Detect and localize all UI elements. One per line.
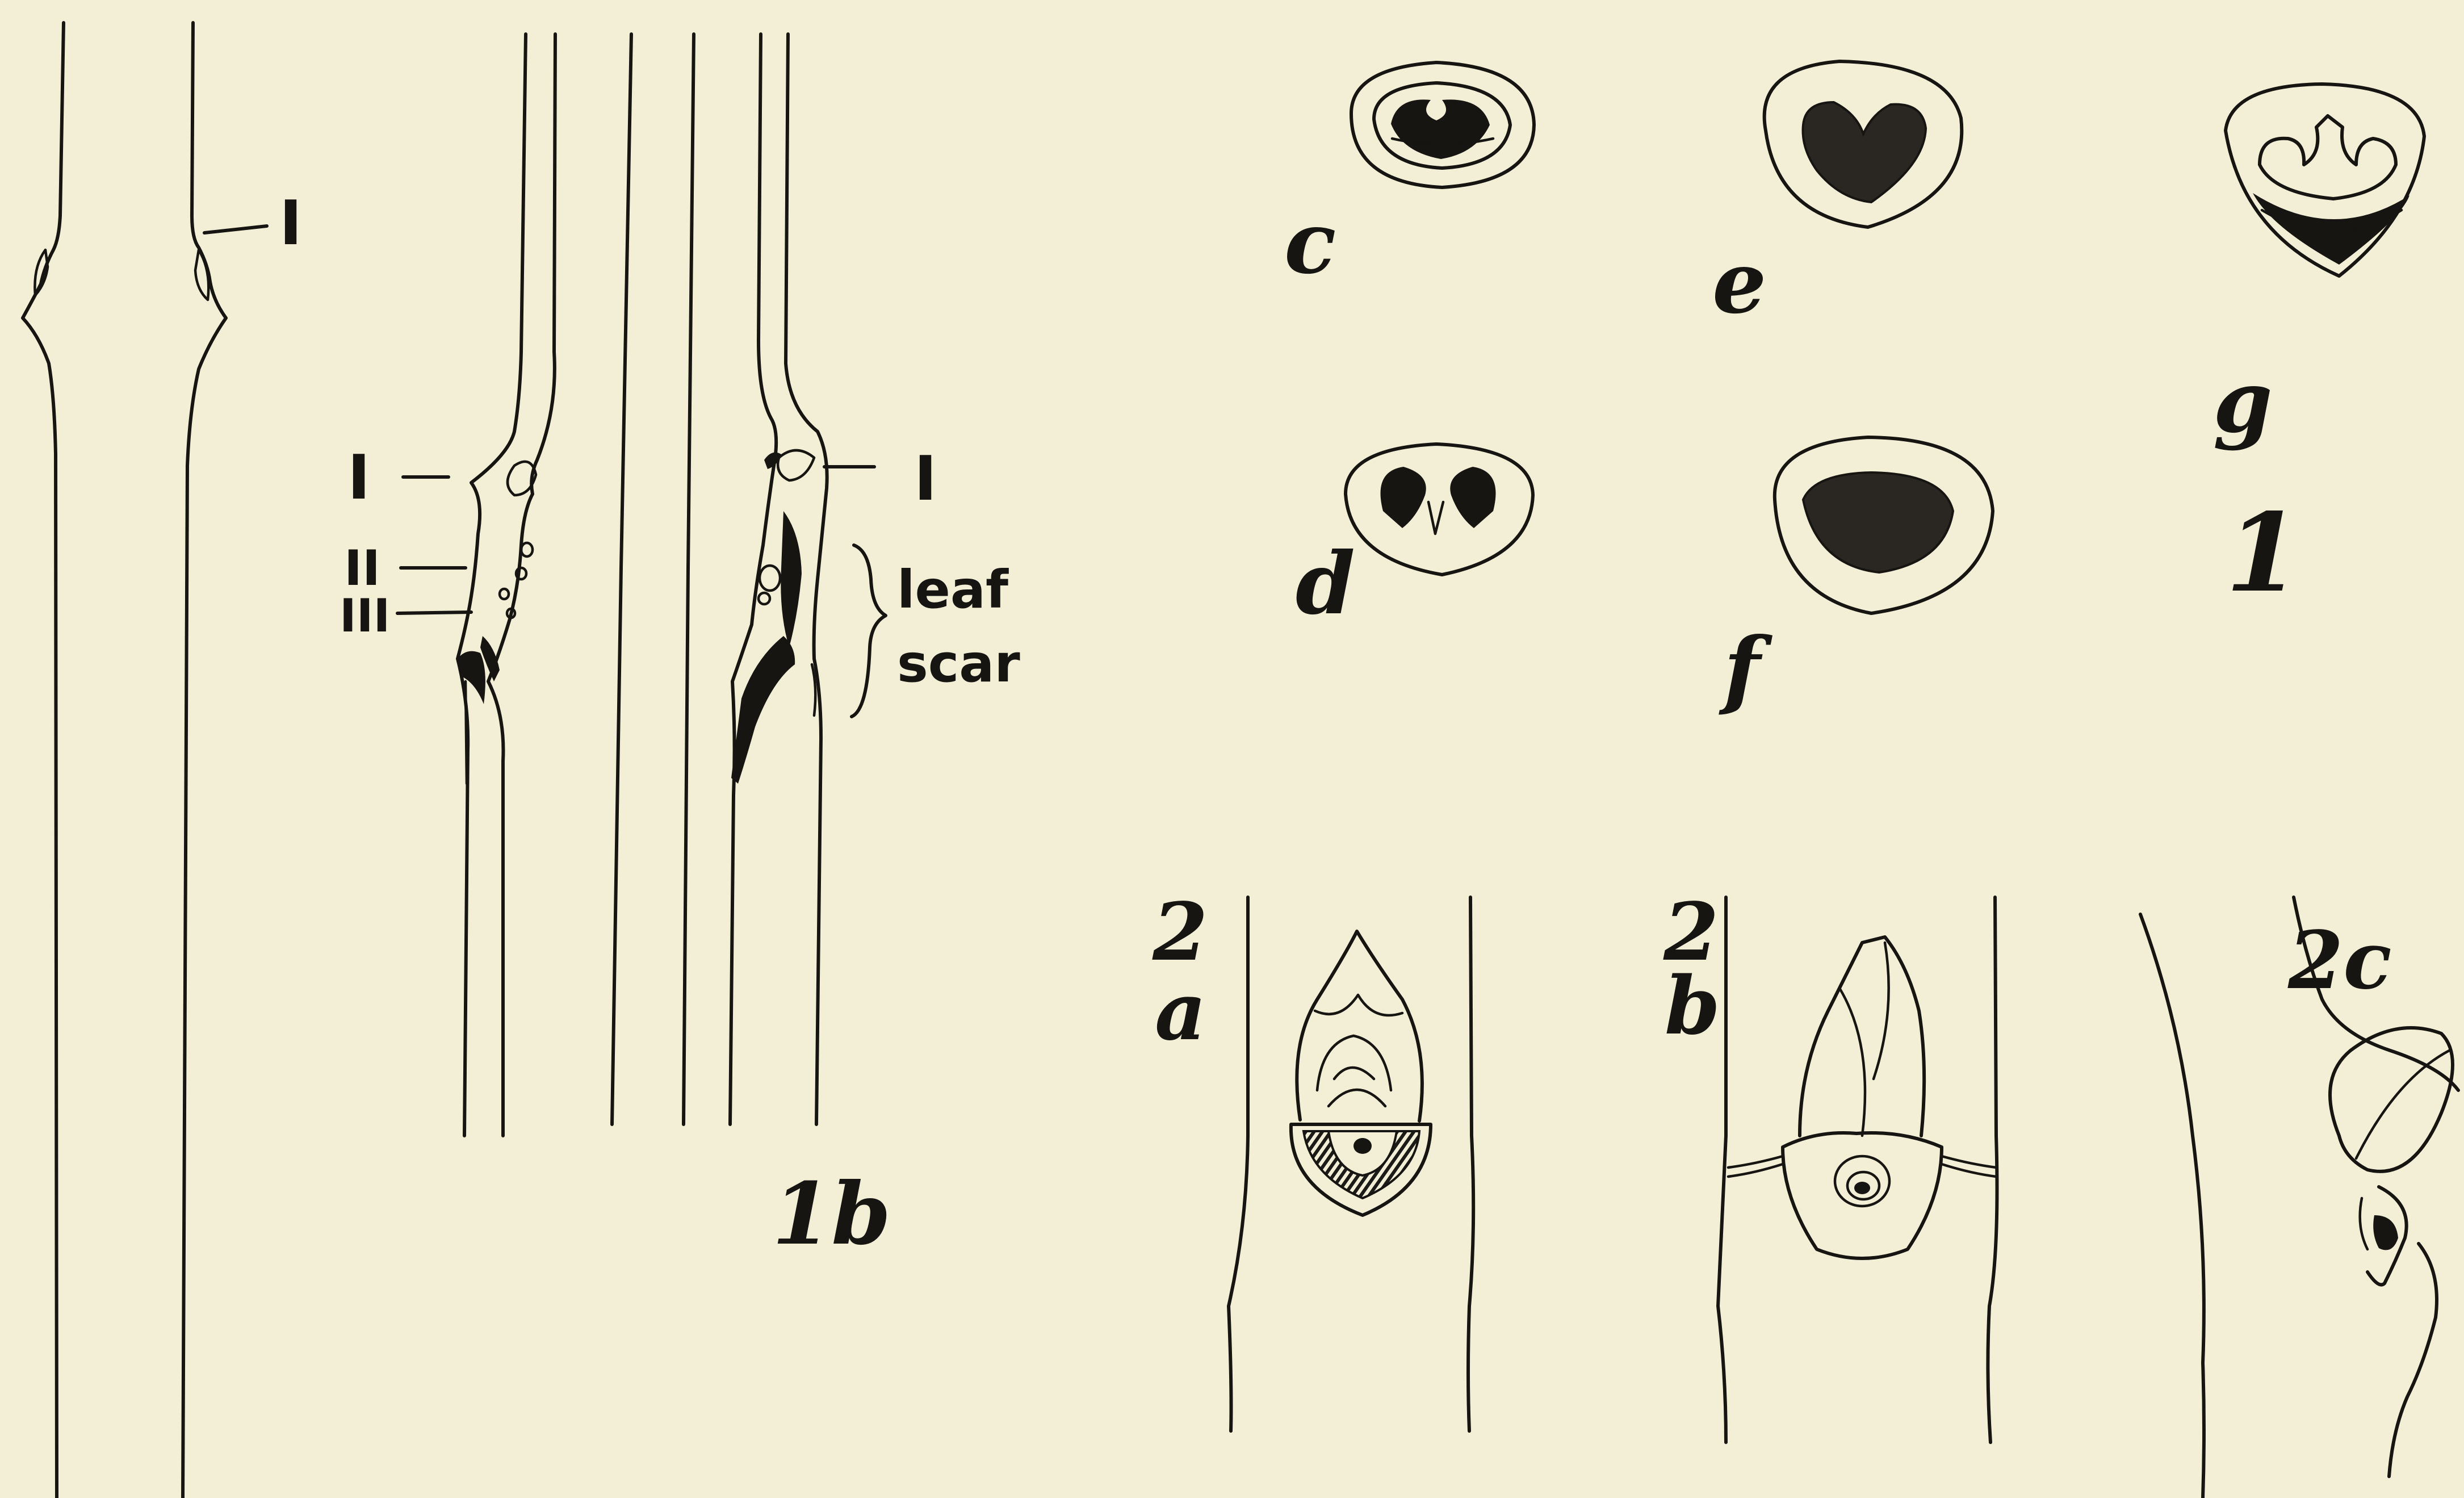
twig-left-drawing — [23, 23, 267, 1498]
section-f — [1775, 437, 1993, 613]
label-section-d: d — [1296, 534, 1355, 634]
section-c — [1351, 62, 1534, 187]
section-g — [2226, 84, 2424, 276]
label-fig-1b: 1b — [772, 1164, 891, 1264]
bud-2a-drawing — [1229, 897, 1473, 1431]
label-node-i-right: I — [914, 443, 937, 514]
label-section-e: e — [1712, 233, 1766, 333]
twig-middle-drawing — [397, 34, 555, 1136]
label-scar: scar — [897, 633, 1020, 694]
section-d — [1346, 444, 1533, 575]
label-node-i-left: I — [279, 188, 302, 259]
stem-pair-drawing — [612, 34, 694, 1124]
label-fig-2c: 2c — [2287, 914, 2392, 1007]
label-node-i-mid: I — [347, 442, 370, 513]
label-section-g: g — [2213, 352, 2273, 452]
label-leaf: leaf — [897, 559, 1009, 620]
bud-2b-drawing — [1718, 897, 1997, 1442]
section-e — [1765, 61, 1962, 227]
label-section-c: c — [1284, 193, 1336, 293]
label-fig-1: 1 — [2226, 489, 2300, 616]
label-node-ii-mid: II — [344, 540, 380, 597]
twig-leafscar-drawing — [730, 34, 886, 1124]
label-node-iii-mid: III — [340, 589, 390, 642]
label-fig-2b-let: b — [1665, 960, 1720, 1053]
label-section-f: f — [1719, 619, 1772, 719]
label-fig-2a-let: a — [1155, 965, 1206, 1058]
